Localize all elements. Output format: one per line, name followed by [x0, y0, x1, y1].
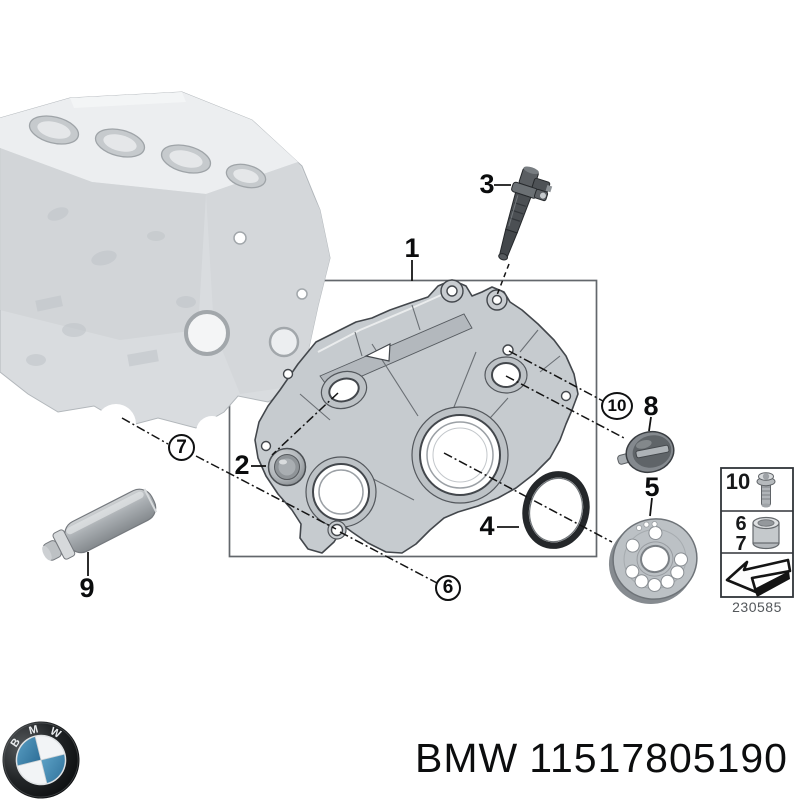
bmw-roundel-icon: B M W: [2, 721, 80, 799]
timing-cover-illustration: [254, 279, 579, 554]
svg-text:M: M: [28, 723, 40, 737]
legend-label-10: 10: [725, 469, 751, 494]
legend-label-7: 7: [735, 533, 747, 555]
part-number-text: 11517805190: [529, 735, 788, 781]
callout-4: 4: [479, 511, 495, 541]
callout-10-circled: 10: [601, 392, 633, 420]
callout-8: 8: [643, 391, 659, 421]
leader-lines-chain: [121, 350, 627, 584]
group-1-frame: [228, 279, 598, 558]
legend-label-6: 6: [735, 513, 747, 535]
callout-5: 5: [644, 472, 660, 502]
direction-arrow-icon: [725, 558, 792, 597]
brand-text: BMW: [415, 735, 519, 781]
part-4-seal-ring: [522, 471, 590, 549]
callout-1: 1: [404, 233, 420, 263]
dowel-sleeve-icon: [752, 516, 780, 550]
part-2-seal-grommet: [267, 447, 307, 487]
part-8-sealing-cap: [617, 430, 675, 474]
callout-6-circled: 6: [435, 575, 461, 601]
leader-lines-solid: [87, 184, 653, 576]
callout-2: 2: [234, 450, 250, 480]
callout-7-circled: 7: [168, 434, 195, 461]
part-9-sealant-tube: [42, 488, 158, 561]
sensor-dashed-line: [496, 263, 510, 296]
engine-block-illustration: [0, 91, 331, 448]
callout-3: 3: [479, 169, 495, 199]
part-5-pulse-wheel: [608, 518, 698, 604]
callout-9: 9: [79, 573, 95, 603]
part-3-crankshaft-sensor: [498, 166, 553, 261]
flange-bolt-icon: [756, 472, 776, 508]
diagram-code: 230585: [732, 599, 782, 615]
legend-box: [720, 467, 794, 598]
